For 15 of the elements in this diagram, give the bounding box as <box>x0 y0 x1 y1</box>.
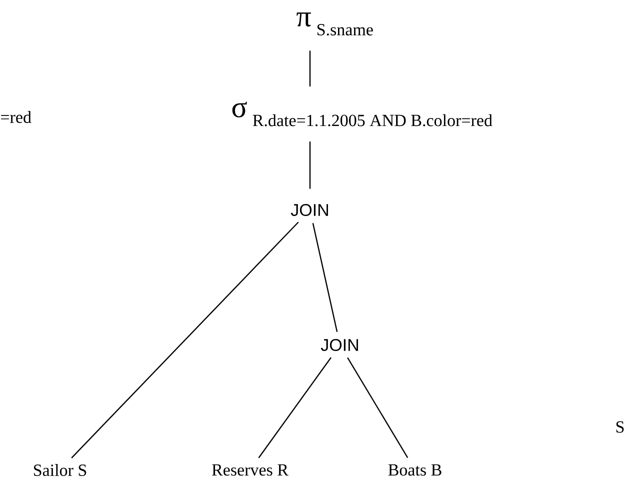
relation-label: Sailor S <box>34 464 86 476</box>
text-fragment: S <box>616 421 624 433</box>
connector-line <box>312 223 338 332</box>
connector-line <box>347 357 408 458</box>
relation-label: Boats B <box>388 464 442 476</box>
connector-line <box>258 357 332 458</box>
join-label: JOIN <box>290 204 328 216</box>
connector-line <box>71 222 299 458</box>
join-label: JOIN <box>320 338 358 352</box>
operator-label: σ R.date=1.1.2005 AND B.color=red <box>232 102 492 126</box>
text-fragment: =red <box>1 111 32 123</box>
relation-label: Reserves R <box>212 464 288 476</box>
operator-label: π S.sname <box>296 12 373 36</box>
connector-line <box>309 50 311 86</box>
connector-line <box>309 142 311 189</box>
